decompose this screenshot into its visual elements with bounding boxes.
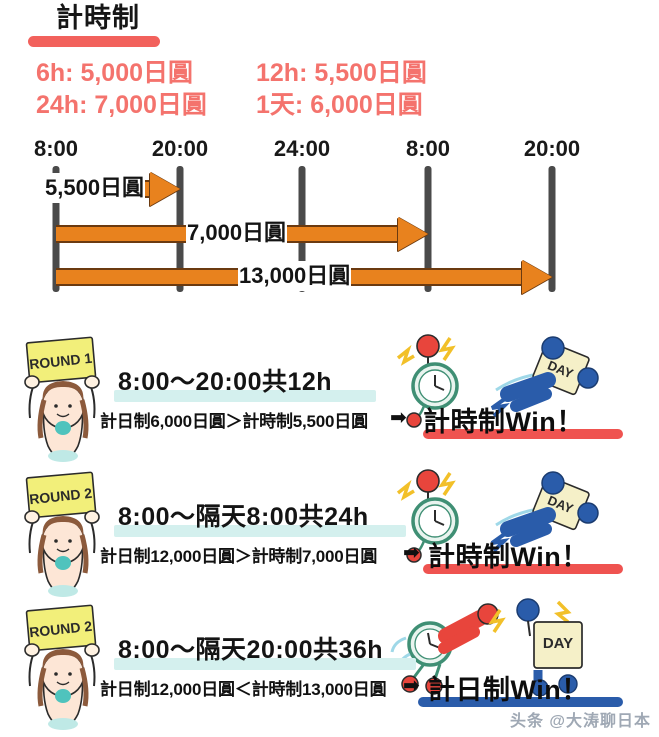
round-comparison: 計日制6,000日圓＞計時制5,500日圓 xyxy=(100,412,368,431)
round-sign-girl: ROUND 2 xyxy=(14,602,112,732)
clock-boxer-icon xyxy=(396,469,459,563)
title-underline xyxy=(28,36,160,47)
round-sign-girl: ROUND 1 xyxy=(14,334,112,464)
round-verdict: 計時制Win！ xyxy=(428,542,589,572)
verdict-underline xyxy=(423,429,623,439)
round-sign-label: ROUND 2 xyxy=(29,618,94,641)
price-item-24h: 24h: 7,000日圓 xyxy=(36,89,256,121)
price-key: 6h: xyxy=(36,59,74,87)
timeline-tick-label: 20:00 xyxy=(151,136,209,161)
boxing-illustration: DAY xyxy=(396,469,599,563)
round-row: ROUND 2 DAY 8:00〜隔天20:00共36h 計日制12,000日圓＜計時… xyxy=(0,598,659,735)
round-time-range: 8:00〜20:00共12h xyxy=(118,368,333,396)
timeline-tick-label: 8:00 xyxy=(33,136,79,161)
ring-girl-illustration: ROUND 1 xyxy=(24,336,100,462)
round-sign-label: ROUND 2 xyxy=(29,485,94,508)
timeline-tick-label: 8:00 xyxy=(405,136,451,161)
right-arrow-icon: ➡ xyxy=(403,675,420,697)
timeline-bar-label: 5,500日圓 xyxy=(44,173,146,203)
round-sign-girl: ROUND 2 xyxy=(14,469,112,599)
price-key: 24h: xyxy=(36,91,88,119)
range-highlight xyxy=(114,525,406,537)
price-value: 5,500日圓 xyxy=(314,59,427,87)
price-item-1day: 1天: 6,000日圓 xyxy=(256,89,636,121)
title-wrap: 計時制 xyxy=(56,2,140,34)
price-list: 6h: 5,000日圓 12h: 5,500日圓 24h: 7,000日圓 1天… xyxy=(36,57,636,121)
clock-boxer-icon xyxy=(396,334,459,428)
calendar-boxer-icon: DAY xyxy=(490,336,599,418)
price-value: 7,000日圓 xyxy=(94,91,207,119)
round-row: ROUND 2 DAY 8:00〜隔天8:00共24h 計日制12,000日圓＞計時制… xyxy=(0,467,659,602)
round-comparison: 計日制12,000日圓＞計時制7,000日圓 xyxy=(100,547,378,566)
range-highlight xyxy=(114,390,376,402)
timeline-bar-arrowhead xyxy=(398,217,428,251)
round-comparison: 計日制12,000日圓＜計時制13,000日圓 xyxy=(100,680,387,699)
ring-girl-illustration: ROUND 2 xyxy=(24,604,100,730)
header-section: 計時制 6h: 5,000日圓 12h: 5,500日圓 24h: 7,000日… xyxy=(0,0,659,132)
timeline-tick-label: 24:00 xyxy=(273,136,331,161)
round-fighters: DAY xyxy=(388,328,603,428)
range-highlight xyxy=(114,658,416,670)
timeline-bar-label: 7,000日圓 xyxy=(186,218,288,248)
price-key: 12h: xyxy=(256,59,308,87)
timeline-tick-label: 20:00 xyxy=(523,136,581,161)
round-time-range: 8:00〜隔天8:00共24h xyxy=(118,503,369,531)
timeline-bar-arrowhead xyxy=(522,260,552,294)
round-sign-label: ROUND 1 xyxy=(29,350,94,373)
page-title: 計時制 xyxy=(56,3,140,33)
calendar-boxer-icon: DAY xyxy=(488,598,583,697)
clock-boxer-icon xyxy=(390,603,499,695)
price-item-12h: 12h: 5,500日圓 xyxy=(256,57,636,89)
svg-text:DAY: DAY xyxy=(543,635,573,652)
timeline-tick-line xyxy=(424,166,432,292)
verdict-underline xyxy=(423,564,623,574)
price-value: 5,000日圓 xyxy=(80,59,194,87)
round-fighters: DAY xyxy=(388,463,603,563)
watermark: 头条 @大涛聊日本 xyxy=(509,713,651,730)
round-verdict: 計時制Win！ xyxy=(423,407,584,437)
timeline-tick-line xyxy=(548,166,556,292)
price-item-6h: 6h: 5,000日圓 xyxy=(36,57,256,89)
round-verdict: 計日制Win！ xyxy=(428,675,589,705)
ring-girl-illustration: ROUND 2 xyxy=(24,471,100,597)
timeline-bar-label: 13,000日圓 xyxy=(238,261,352,291)
calendar-boxer-icon: DAY xyxy=(490,471,599,553)
timeline-bar-arrowhead xyxy=(150,172,180,206)
verdict-underline xyxy=(418,697,623,707)
boxing-illustration: DAY xyxy=(396,334,599,428)
price-value: 6,000日圓 xyxy=(310,91,423,119)
round-fighters: DAY xyxy=(388,596,603,697)
price-key: 1天: xyxy=(256,91,304,119)
right-arrow-icon: ➡ xyxy=(403,542,420,564)
right-arrow-icon: ➡ xyxy=(390,407,407,429)
boxing-illustration: DAY xyxy=(390,598,583,697)
round-row: ROUND 1 DAY 8:00〜20:00共12h 計日制6,000日圓＞計時制5,… xyxy=(0,332,659,467)
round-time-range: 8:00〜隔天20:00共36h xyxy=(118,636,384,664)
